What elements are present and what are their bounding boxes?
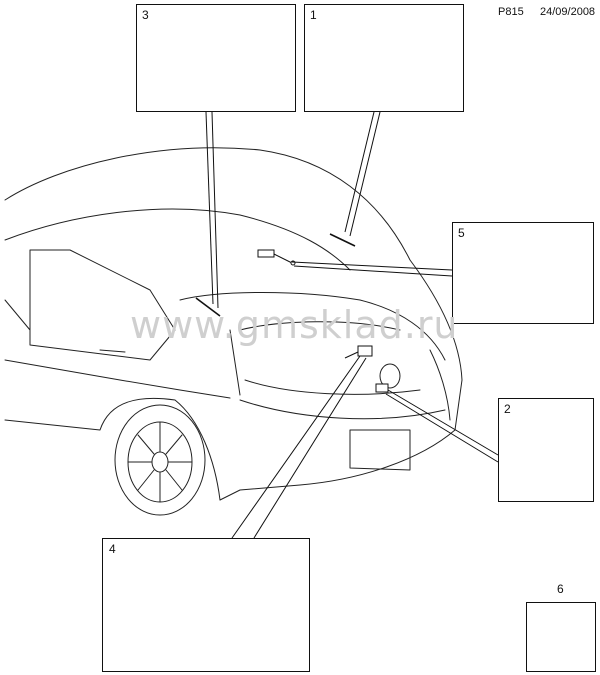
- callout-box-4: [102, 538, 310, 672]
- callout-box-3: [136, 4, 296, 112]
- callout-number-3: 3: [142, 8, 149, 22]
- part-2-on-car: [375, 383, 389, 393]
- watermark: www.gmsklad.ru: [130, 303, 459, 347]
- diagram-code: P815: [498, 6, 524, 18]
- callout-number-5: 5: [458, 226, 465, 240]
- leader-3a: [205, 111, 214, 305]
- leader-1b: [349, 111, 381, 237]
- callout-box-6: [526, 602, 596, 672]
- part-4-cable: [344, 351, 359, 359]
- part-5-cable: [273, 253, 293, 264]
- callout-number-2: 2: [504, 402, 511, 416]
- leader-1a: [344, 111, 375, 233]
- leader-4b: [253, 357, 367, 539]
- leader-3b: [211, 111, 219, 309]
- callout-box-1: [304, 4, 464, 112]
- callout-number-4: 4: [109, 542, 116, 556]
- callout-number-6: 6: [557, 582, 564, 596]
- callout-box-5: [452, 222, 594, 324]
- leader-5a: [291, 261, 453, 271]
- leader-2a: [387, 389, 499, 456]
- leader-lines: [205, 111, 499, 539]
- callout-box-2: [498, 398, 594, 502]
- leader-4a: [231, 355, 361, 539]
- diagram-date: 24/09/2008: [540, 6, 596, 18]
- part-5-on-car: [257, 249, 275, 258]
- leader-2b: [385, 393, 499, 463]
- part-1-on-car: [329, 233, 356, 247]
- fuel-cap: [379, 363, 401, 389]
- callout-number-1: 1: [310, 8, 317, 22]
- leader-5b: [293, 265, 453, 277]
- part-3-on-car: [195, 297, 221, 317]
- wheel: [114, 404, 206, 516]
- part-4-on-car: [357, 345, 373, 357]
